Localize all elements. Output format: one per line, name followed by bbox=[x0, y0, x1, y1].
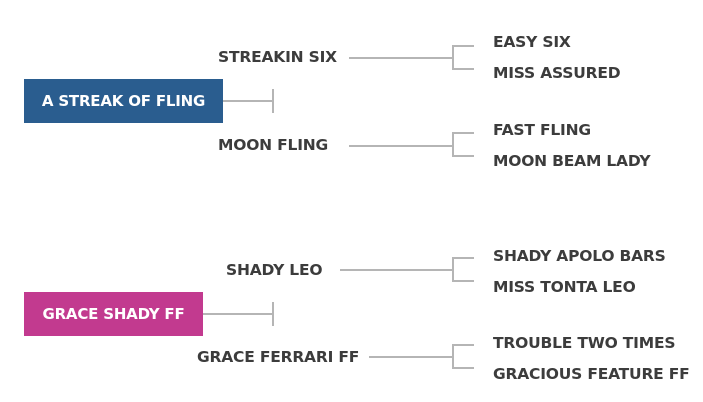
sire-connector bbox=[349, 57, 453, 59]
subject-box[interactable]: GRACE SHADY FF bbox=[24, 292, 203, 336]
dam-dam-name[interactable]: GRACIOUS FEATURE FF bbox=[493, 365, 690, 383]
dam-bracket-bottom bbox=[452, 155, 474, 157]
sire-bracket-bottom bbox=[452, 280, 474, 282]
subject-connector-tick bbox=[272, 302, 274, 326]
sire-dam-name[interactable]: MISS TONTA LEO bbox=[493, 278, 636, 296]
dam-bracket bbox=[452, 132, 454, 157]
sire-name[interactable]: STREAKIN SIX bbox=[218, 48, 337, 66]
dam-connector bbox=[369, 356, 453, 358]
dam-bracket-bottom bbox=[452, 367, 474, 369]
dam-bracket-top bbox=[452, 132, 474, 134]
dam-bracket bbox=[452, 344, 454, 369]
dam-connector bbox=[349, 145, 453, 147]
sire-sire-name[interactable]: SHADY APOLO BARS bbox=[493, 247, 666, 265]
sire-sire-name[interactable]: EASY SIX bbox=[493, 33, 571, 51]
subject-box[interactable]: A STREAK OF FLING bbox=[24, 79, 223, 123]
sire-dam-name[interactable]: MISS ASSURED bbox=[493, 64, 621, 82]
dam-dam-name[interactable]: MOON BEAM LADY bbox=[493, 152, 651, 170]
dam-sire-name[interactable]: FAST FLING bbox=[493, 121, 591, 139]
dam-name[interactable]: GRACE FERRARI FF bbox=[197, 348, 360, 366]
subject-connector-tick bbox=[272, 89, 274, 113]
sire-name[interactable]: SHADY LEO bbox=[226, 261, 323, 279]
dam-sire-name[interactable]: TROUBLE TWO TIMES bbox=[493, 334, 676, 352]
sire-connector bbox=[340, 269, 453, 271]
dam-name[interactable]: MOON FLING bbox=[218, 136, 329, 154]
subject-connector bbox=[223, 100, 273, 102]
sire-bracket-top bbox=[452, 45, 474, 47]
sire-bracket bbox=[452, 257, 454, 282]
sire-bracket bbox=[452, 45, 454, 70]
dam-bracket-top bbox=[452, 344, 474, 346]
subject-connector bbox=[203, 313, 273, 315]
sire-bracket-top bbox=[452, 257, 474, 259]
sire-bracket-bottom bbox=[452, 68, 474, 70]
